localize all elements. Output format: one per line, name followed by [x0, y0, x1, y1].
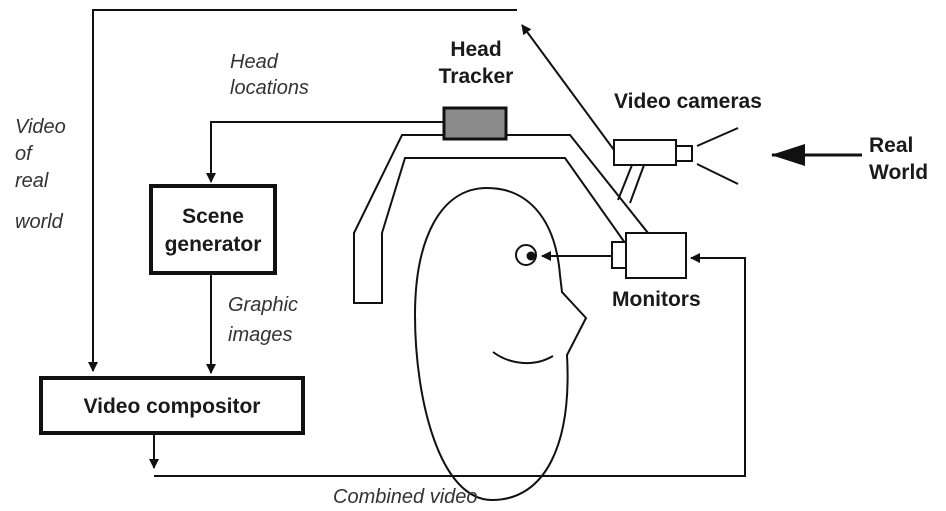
combined-video-path [154, 253, 746, 477]
video-camera-lens [675, 145, 693, 162]
video-of-real-world-path-a [521, 24, 615, 151]
video-cameras-label: Video cameras [614, 90, 762, 113]
head-tracker-label-1: Head [450, 38, 501, 61]
video-compositor-label: Video compositor [84, 395, 261, 418]
head-locations-label-1: Head [230, 51, 279, 73]
camera-strut-1 [617, 164, 633, 201]
scene-generator-label-2: generator [165, 233, 262, 256]
video-of-real-world-label-3: real [15, 170, 49, 192]
head-tracker-label-2: Tracker [439, 65, 514, 88]
head-locations-label-2: locations [230, 77, 309, 99]
graphic-images-label-1: Graphic [228, 294, 298, 316]
monitors-label: Monitors [612, 288, 701, 311]
camera-strut-2 [629, 164, 645, 204]
camera-view-ray-bottom [696, 163, 739, 185]
real-world-label-1: Real [869, 134, 913, 157]
scene-generator-label-1: Scene [182, 205, 244, 228]
head-outline [413, 186, 588, 502]
eye-pupil [526, 251, 536, 261]
camera-view-ray-top [696, 127, 739, 147]
graphic-images-label-2: images [228, 324, 292, 346]
real-world-label-2: World [869, 161, 928, 184]
mouth [492, 351, 554, 365]
monitor-screen [611, 241, 627, 269]
combined-video-label: Combined video [333, 486, 478, 508]
video-of-real-world-label-4: world [15, 211, 64, 233]
monitor-body [625, 232, 687, 279]
video-camera-body [613, 139, 677, 166]
video-of-real-world-path-b [88, 9, 517, 372]
video-of-real-world-label-2: of [15, 143, 34, 165]
video-of-real-world-label-1: Video [15, 116, 66, 138]
headset-frame [353, 134, 654, 304]
head-locations-path [206, 121, 444, 183]
video-compositor-box [39, 376, 305, 435]
scene-generator-box [149, 184, 277, 275]
head-tracker-block [442, 106, 508, 141]
